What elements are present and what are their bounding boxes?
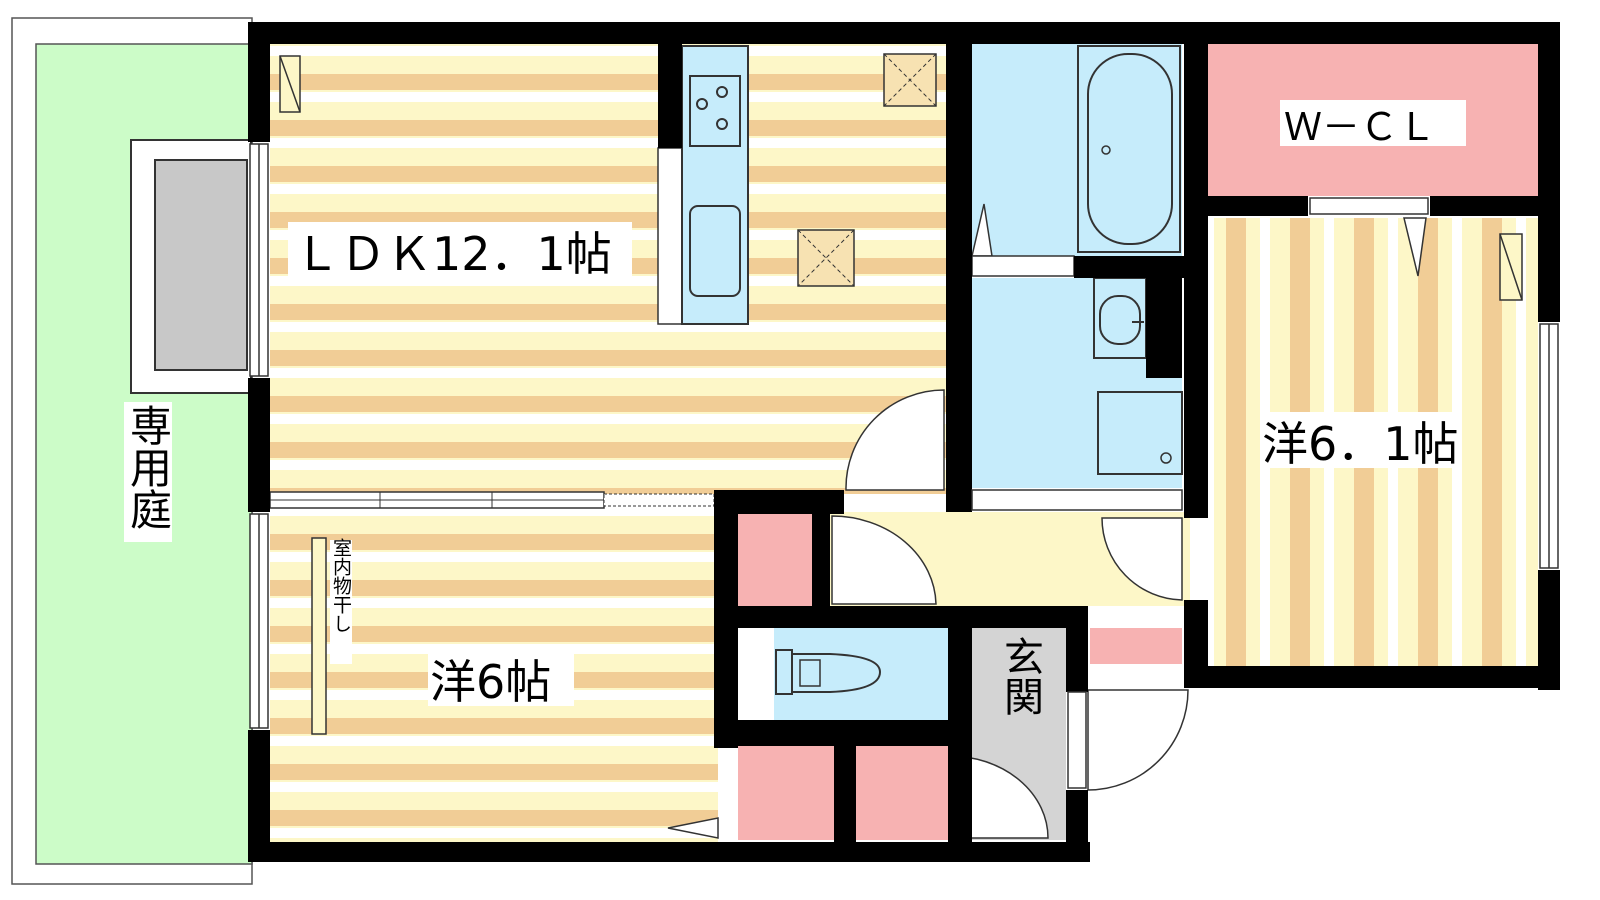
washbasin	[1093, 277, 1182, 378]
wcl-label: Ｗ－ＣＬ	[1284, 105, 1436, 149]
sink	[689, 205, 741, 297]
ventilation-symbol-1	[883, 53, 937, 107]
door-ldk-hall	[845, 389, 945, 491]
washing-machine-pan	[1097, 391, 1183, 475]
western-6-1-corner-mark	[1499, 233, 1523, 301]
sliding-partition	[269, 491, 715, 509]
closet-2	[738, 746, 834, 840]
ldk-corner-mark	[279, 55, 301, 113]
kitchen-counter	[657, 45, 749, 325]
ldk-label-bg	[288, 222, 632, 278]
private-garden	[11, 17, 253, 885]
western-6-door-mark	[667, 817, 719, 839]
door-washroom-hall	[1101, 517, 1183, 601]
bathtub	[1077, 45, 1181, 253]
western-6-label: 洋6帖	[430, 655, 551, 709]
garden-label-bg	[124, 402, 172, 542]
garden-label: 専用庭	[124, 404, 173, 530]
ventilation-symbol-2	[797, 229, 855, 287]
closet-1	[738, 512, 812, 606]
outdoor-unit-inner	[154, 159, 248, 371]
toilet	[775, 649, 882, 695]
western-6-label-bg	[428, 650, 574, 706]
walls	[248, 22, 1560, 862]
windows	[249, 143, 1559, 789]
door-western6-hall	[831, 515, 937, 605]
western-6-1-label: 洋6．1帖	[1262, 417, 1459, 471]
western-6-1-door-mark	[1403, 217, 1427, 277]
ldk-label: ＬＤＫ12．1帖	[294, 227, 612, 281]
drying-label-bg	[330, 540, 352, 664]
indoor-drying-label: 室内物干し	[330, 538, 352, 633]
closet-3	[856, 746, 948, 840]
stove	[689, 75, 741, 147]
wcl-label-bg	[1280, 100, 1466, 146]
indoor-drying-bar	[311, 537, 327, 735]
front-door	[1087, 689, 1189, 791]
entrance-label: 玄関	[997, 636, 1043, 716]
western-6-1-label-bg	[1260, 412, 1462, 468]
door-entrance-closet	[949, 755, 1049, 839]
shoe-closet	[1090, 628, 1182, 664]
